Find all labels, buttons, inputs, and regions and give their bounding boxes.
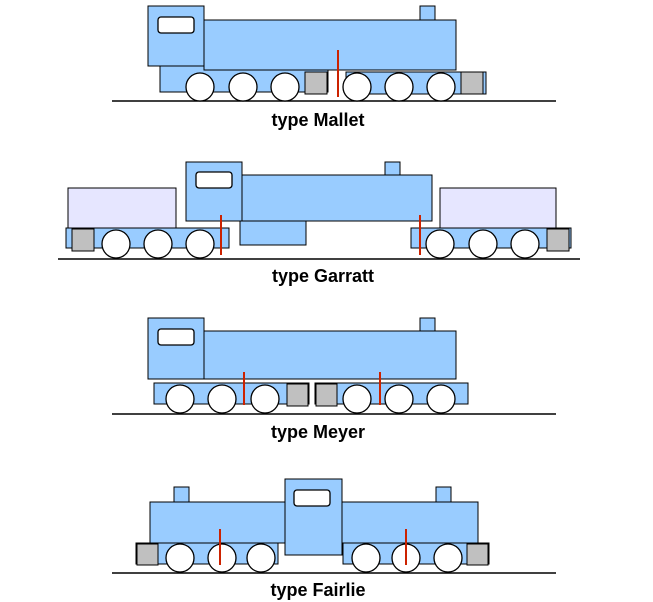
- fairlie-chimney: [173, 486, 190, 503]
- garratt-wheel: [143, 229, 173, 259]
- garratt-firebox: [239, 219, 307, 246]
- garratt-boiler: [241, 174, 433, 222]
- meyer-rear-buffer: [286, 383, 309, 407]
- fairlie-wheel: [351, 543, 381, 573]
- fairlie-rear-buffer: [136, 543, 159, 566]
- garratt-wheel: [510, 229, 540, 259]
- garratt-wheel: [101, 229, 131, 259]
- garratt-caption: type Garratt: [272, 266, 374, 286]
- meyer-cab-window: [157, 328, 195, 346]
- mallet-wheel: [426, 72, 456, 102]
- garratt-rear-buffer: [71, 228, 95, 252]
- garratt-wheel: [185, 229, 215, 259]
- garratt-locomotive: type Garratt: [58, 161, 580, 286]
- meyer-wheel: [250, 384, 280, 414]
- fairlie-wheel: [207, 543, 237, 573]
- meyer-boiler: [203, 330, 457, 380]
- garratt-wheel: [468, 229, 498, 259]
- meyer-front-buffer: [315, 383, 338, 407]
- fairlie-locomotive: type Fairlie: [112, 478, 556, 600]
- meyer-cab: [147, 317, 205, 380]
- meyer-locomotive: type Meyer: [112, 317, 556, 442]
- meyer-wheel: [165, 384, 195, 414]
- meyer-wheel: [384, 384, 414, 414]
- mallet-rear-buffer: [304, 71, 328, 95]
- fairlie-wheel: [246, 543, 276, 573]
- garratt-chimney: [384, 161, 401, 176]
- mallet-boiler: [203, 19, 457, 71]
- fairlie-wheel: [165, 543, 195, 573]
- mallet-cab: [147, 5, 205, 67]
- garratt-front-tank: [439, 187, 557, 230]
- fairlie-chimney: [435, 486, 452, 503]
- mallet-cab-window: [157, 16, 195, 34]
- fairlie-front-buffer: [466, 543, 489, 566]
- fairlie-wheel: [433, 543, 463, 573]
- meyer-wheel: [207, 384, 237, 414]
- mallet-wheel: [270, 72, 300, 102]
- meyer-wheel: [342, 384, 372, 414]
- meyer-chimney: [419, 317, 436, 332]
- fairlie-caption: type Fairlie: [270, 580, 365, 600]
- garratt-front-buffer: [546, 228, 570, 252]
- mallet-wheel: [342, 72, 372, 102]
- fairlie-cab-window: [293, 489, 331, 507]
- mallet-wheel: [384, 72, 414, 102]
- garratt-cab: [185, 161, 243, 222]
- garratt-wheel: [425, 229, 455, 259]
- mallet-locomotive: type Mallet: [112, 5, 556, 130]
- garratt-cab-window: [195, 171, 233, 189]
- mallet-front-buffer: [460, 71, 484, 95]
- mallet-caption: type Mallet: [271, 110, 364, 130]
- meyer-caption: type Meyer: [271, 422, 365, 442]
- garratt-rear-tank: [67, 187, 177, 230]
- mallet-wheel: [185, 72, 215, 102]
- mallet-chimney: [419, 5, 436, 21]
- meyer-wheel: [426, 384, 456, 414]
- mallet-wheel: [228, 72, 258, 102]
